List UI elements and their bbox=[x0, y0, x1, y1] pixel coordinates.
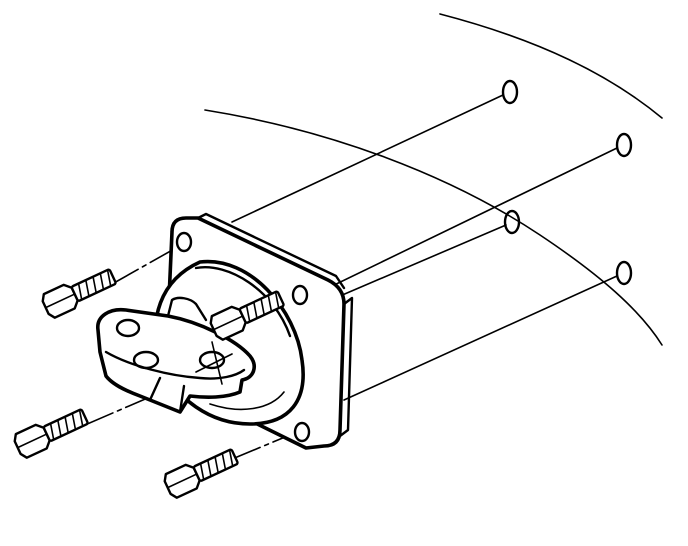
bolt-upper-right bbox=[209, 290, 285, 341]
hole-icon bbox=[615, 260, 633, 286]
hole-icon bbox=[615, 132, 633, 158]
panel-surface-lines bbox=[204, 13, 663, 346]
hex-bolt-icon bbox=[163, 448, 239, 499]
bolt-lower-left bbox=[13, 408, 89, 459]
hex-bolt-icon bbox=[13, 408, 89, 459]
hex-bolt-icon bbox=[209, 290, 285, 341]
hole-icon bbox=[503, 209, 521, 235]
hex-bolt-icon bbox=[41, 268, 117, 319]
bolt-lower-right bbox=[163, 448, 239, 499]
mounting-holes bbox=[501, 79, 633, 286]
bolt-upper-left bbox=[41, 268, 117, 319]
hole-icon bbox=[501, 79, 519, 105]
